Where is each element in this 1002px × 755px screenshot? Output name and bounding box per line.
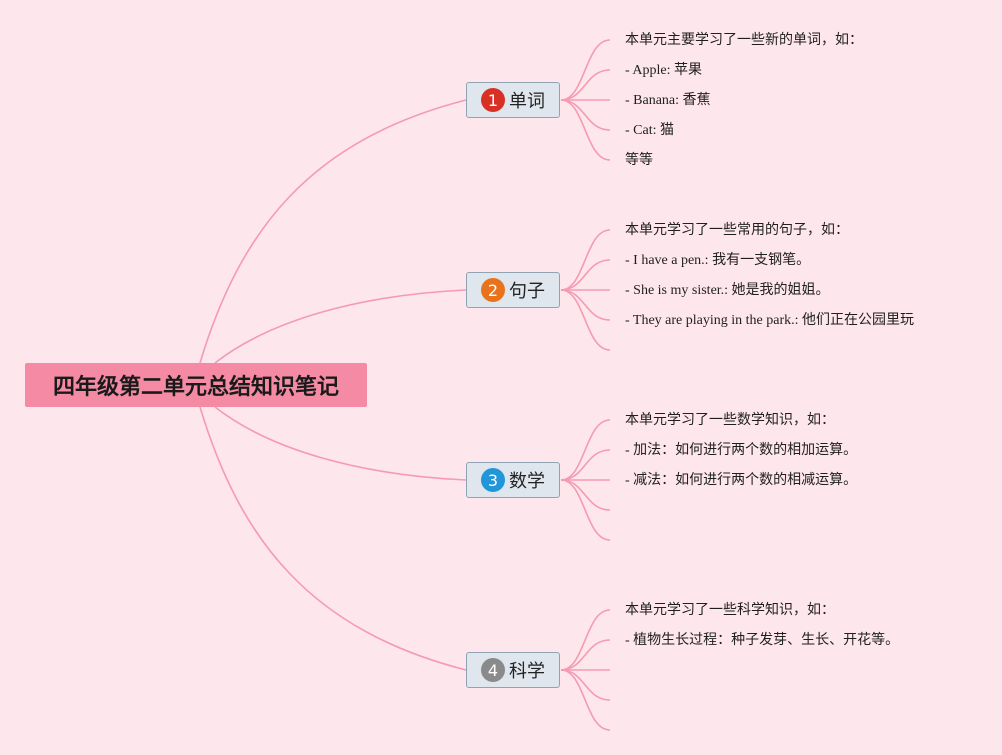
leaf-topic[interactable]: - I have a pen.: 我有一支钢笔。: [625, 253, 811, 268]
leaf-topic[interactable]: - 加法：如何进行两个数的相加运算。: [625, 443, 858, 458]
connector-leaf: [560, 419, 611, 481]
connector-leaf: [560, 99, 611, 161]
branch-topic-label: 数学: [509, 471, 545, 492]
leaf-topic[interactable]: - 减法：如何进行两个数的相减运算。: [625, 473, 858, 488]
connector-leaf: [560, 639, 611, 671]
connector-leaf: [560, 99, 611, 131]
leaf-topic[interactable]: 本单元学习了一些数学知识，如：: [625, 413, 835, 428]
branch-topic-sentences[interactable]: 2 句子: [466, 272, 560, 308]
connector-leaf: [560, 289, 611, 351]
connector-leaf: [560, 69, 611, 101]
branch-topic-label: 句子: [509, 281, 545, 302]
root-topic[interactable]: 四年级第二单元总结知识笔记: [25, 363, 367, 407]
number-3-icon: 3: [481, 468, 505, 492]
connector-root-branch-2: [214, 289, 467, 364]
leaf-topic[interactable]: - Apple: 苹果: [625, 63, 702, 78]
leaf-topic[interactable]: 本单元学习了一些常用的句子，如：: [625, 223, 849, 238]
connector-leaf: [560, 449, 611, 481]
connector-leaf: [560, 259, 611, 291]
leaf-topic[interactable]: - Cat: 猫: [625, 123, 674, 138]
connector-leaf: [560, 229, 611, 291]
number-4-icon: 4: [481, 658, 505, 682]
branch-topic-label: 单词: [509, 91, 545, 112]
connector-root-branch-4: [199, 406, 467, 671]
connector-leaf: [560, 479, 611, 541]
connector-root-branch-3: [214, 406, 467, 481]
connector-leaf: [560, 609, 611, 671]
leaf-topic[interactable]: - Banana: 香蕉: [625, 93, 711, 108]
connector-leaf: [560, 479, 611, 511]
connector-leaf: [560, 669, 611, 701]
branch-topic-vocabulary[interactable]: 1 单词: [466, 82, 560, 118]
connector-leaf: [560, 289, 611, 321]
connector-leaf: [560, 669, 611, 731]
leaf-topic[interactable]: 本单元学习了一些科学知识，如：: [625, 603, 835, 618]
leaf-topic[interactable]: - They are playing in the park.: 他们正在公园里…: [625, 313, 915, 328]
branch-topic-label: 科学: [509, 661, 545, 682]
connector-root-branch-1: [199, 99, 467, 364]
root-topic-label: 四年级第二单元总结知识笔记: [52, 375, 339, 400]
leaf-topic[interactable]: - 植物生长过程：种子发芽、生长、开花等。: [625, 633, 900, 648]
branch-topic-science[interactable]: 4 科学: [466, 652, 560, 688]
number-2-icon: 2: [481, 278, 505, 302]
connector-leaf: [560, 39, 611, 101]
leaf-topic[interactable]: 等等: [625, 153, 653, 168]
number-1-icon: 1: [481, 88, 505, 112]
branch-topic-math[interactable]: 3 数学: [466, 462, 560, 498]
leaf-topic[interactable]: - She is my sister.: 她是我的姐姐。: [625, 283, 830, 298]
leaf-topic[interactable]: 本单元主要学习了一些新的单词，如：: [625, 33, 863, 48]
